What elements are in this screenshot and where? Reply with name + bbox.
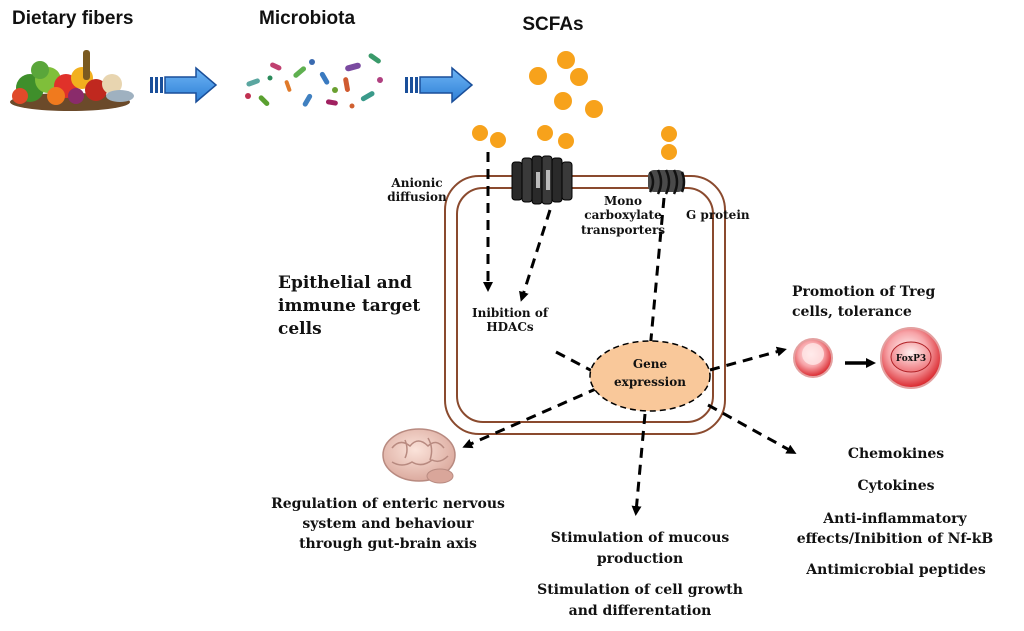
target-line2: immune target bbox=[278, 296, 421, 316]
food-pile-illustration bbox=[10, 50, 134, 111]
mct-line2: carboxylate bbox=[584, 208, 662, 223]
anionic-diffusion-label: Anionic diffusion bbox=[372, 176, 462, 205]
mct-line3: transporters bbox=[580, 222, 666, 237]
brain-line3: through gut-brain axis bbox=[299, 536, 477, 552]
dietary-fibers-title: Dietary fibers bbox=[12, 8, 134, 29]
hdac-label: Inibition of HDACs bbox=[460, 306, 560, 335]
growth-line2: and differentation bbox=[568, 603, 712, 619]
anionic-line1: Anionic bbox=[391, 176, 443, 190]
microbiota-illustration bbox=[245, 53, 383, 109]
brain-line2: system and behaviour bbox=[302, 516, 474, 532]
dashed-arrows bbox=[462, 152, 797, 516]
gene-label-line1: Gene bbox=[633, 357, 668, 371]
cell-growth-label: Stimulation of cell growth and different… bbox=[512, 580, 768, 622]
g-protein-receptor-icon bbox=[648, 169, 686, 195]
foxp3-label: FoxP3 bbox=[896, 354, 926, 364]
arrow-gene-to-effects bbox=[707, 403, 797, 454]
scfas-title: SCFAs bbox=[522, 14, 583, 35]
arrow-fibers-to-microbiota bbox=[150, 66, 218, 104]
mct-label: Mono carboxylate transporters bbox=[578, 194, 668, 237]
anionic-line2: diffusion bbox=[387, 190, 447, 205]
cell-membrane bbox=[444, 175, 726, 435]
arrow-gprotein-to-gene bbox=[645, 197, 666, 354]
treg-line1: Promotion of Treg bbox=[792, 284, 936, 300]
mucous-label: Stimulation of mucous production bbox=[512, 528, 768, 570]
mucous-line1: Stimulation of mucous bbox=[550, 530, 730, 546]
mct-line1: Mono bbox=[603, 194, 642, 208]
chemokines-label: Chemokines bbox=[847, 446, 945, 462]
mucous-line2: production bbox=[596, 551, 684, 567]
hdac-line2: HDACs bbox=[486, 320, 534, 335]
g-protein-label: G protein bbox=[686, 208, 750, 222]
arrow-gene-to-brain bbox=[462, 386, 599, 449]
anti-line1: Anti-inflammatory bbox=[823, 511, 967, 527]
mct-transporter-icon bbox=[511, 155, 573, 205]
arrow-microbiota-to-scfas bbox=[405, 66, 474, 104]
gene-expression-node bbox=[589, 340, 711, 412]
anti-line2: effects/Inibition of Nf-kB bbox=[796, 531, 994, 547]
arrow-mct-to-hdac bbox=[519, 209, 552, 302]
antimicrobial-label: Antimicrobial peptides bbox=[806, 562, 986, 578]
growth-line1: Stimulation of cell growth bbox=[537, 582, 743, 598]
scfa-molecules bbox=[472, 51, 677, 160]
treg-cells-illustration bbox=[793, 327, 942, 389]
treg-line2: cells, tolerance bbox=[792, 304, 912, 320]
target-cells-label: Epithelial and immune target cells bbox=[278, 272, 420, 341]
gene-label-line2: expression bbox=[614, 375, 686, 389]
arrow-gene-to-treg bbox=[709, 346, 787, 372]
brain-icon bbox=[382, 428, 456, 484]
target-line3: cells bbox=[278, 319, 322, 339]
brain-line1: Regulation of enteric nervous bbox=[271, 496, 505, 512]
treg-label: Promotion of Treg cells, tolerance bbox=[792, 282, 935, 322]
cytokines-label: Cytokines bbox=[857, 478, 935, 494]
hdac-line1: Inibition of bbox=[471, 306, 549, 320]
anti-inflammatory-label: Anti-inflammatory effects/Inibition of N… bbox=[772, 509, 1018, 549]
target-line1: Epithelial and bbox=[278, 273, 412, 293]
brain-effects-label: Regulation of enteric nervous system and… bbox=[236, 494, 540, 554]
microbiota-title: Microbiota bbox=[259, 8, 356, 29]
arrow-gene-to-mucous bbox=[631, 413, 647, 516]
